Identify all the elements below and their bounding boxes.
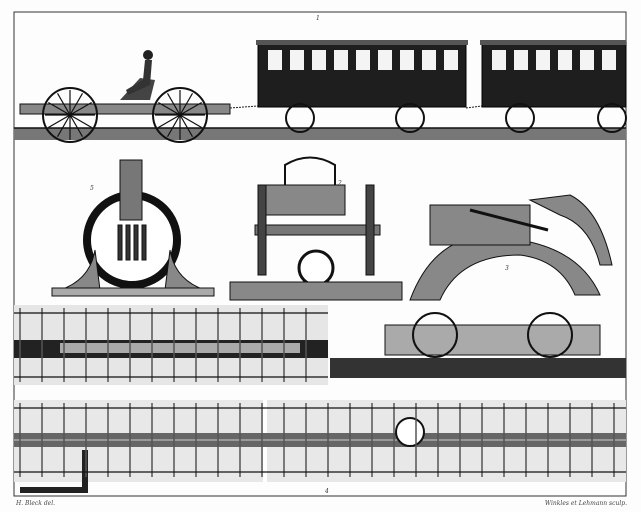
- wheel-spoke: [158, 114, 181, 129]
- coach-window: [602, 50, 616, 70]
- wheel-spoke: [158, 101, 181, 116]
- valve-cross-section: [409, 194, 613, 301]
- coach-window: [558, 50, 572, 70]
- coach-wheels: [285, 103, 627, 133]
- wheel-spokes: [45, 90, 205, 140]
- wheel-spoke: [69, 101, 92, 116]
- wheel-spoke: [56, 93, 71, 116]
- wheel-spoke: [166, 93, 181, 116]
- wheel-spoke: [166, 114, 181, 137]
- figure-label: 3: [505, 265, 509, 272]
- coach-wheel: [285, 103, 315, 133]
- wheel-spoke: [179, 101, 202, 116]
- wheel-spoke: [69, 93, 84, 116]
- figure-label: 5: [90, 185, 94, 192]
- wheel-spoke: [179, 93, 194, 116]
- coach-wheel: [597, 103, 627, 133]
- coach-window: [290, 50, 304, 70]
- wheel-spoke: [69, 114, 92, 129]
- coach-window: [356, 50, 370, 70]
- wheel-spoke: [48, 114, 71, 129]
- wheel-spoke: [56, 114, 71, 137]
- coach-window: [268, 50, 282, 70]
- wheel: [42, 87, 208, 143]
- coach-window: [400, 50, 414, 70]
- coach-window: [514, 50, 528, 70]
- coach-window: [536, 50, 550, 70]
- coach-window: [580, 50, 594, 70]
- coach-window: [312, 50, 326, 70]
- coach-window: [334, 50, 348, 70]
- coach-wheel: [505, 103, 535, 133]
- coach-window: [492, 50, 506, 70]
- pipe-plan-views: [14, 305, 626, 493]
- plate-border: [13, 11, 627, 497]
- track-bed: [14, 128, 626, 140]
- train-elevation: [14, 40, 627, 143]
- coach-window: [444, 50, 458, 70]
- figure-label: 1: [316, 15, 320, 22]
- credit-draughtsman: H. Bleck del.: [16, 500, 56, 507]
- wheel-spoke: [179, 114, 202, 129]
- wheel-spoke: [69, 114, 84, 137]
- piston-carriage-frame: [19, 103, 231, 115]
- driver-figure: [143, 50, 153, 60]
- wheel-spoke: [179, 114, 194, 137]
- figure-label: 4: [325, 488, 329, 495]
- wheel-spoke: [48, 101, 71, 116]
- coach-window: [422, 50, 436, 70]
- coach-wheel: [395, 103, 425, 133]
- pipe-cross-section-1: [51, 159, 215, 297]
- coach-windows: [268, 50, 616, 70]
- credit-engraver: Winkles et Lehmann sculp.: [544, 500, 627, 507]
- figure-label: 2: [338, 180, 342, 187]
- coach-window: [378, 50, 392, 70]
- carriage-cross-section: [229, 156, 403, 301]
- coupling-chain: [229, 105, 259, 109]
